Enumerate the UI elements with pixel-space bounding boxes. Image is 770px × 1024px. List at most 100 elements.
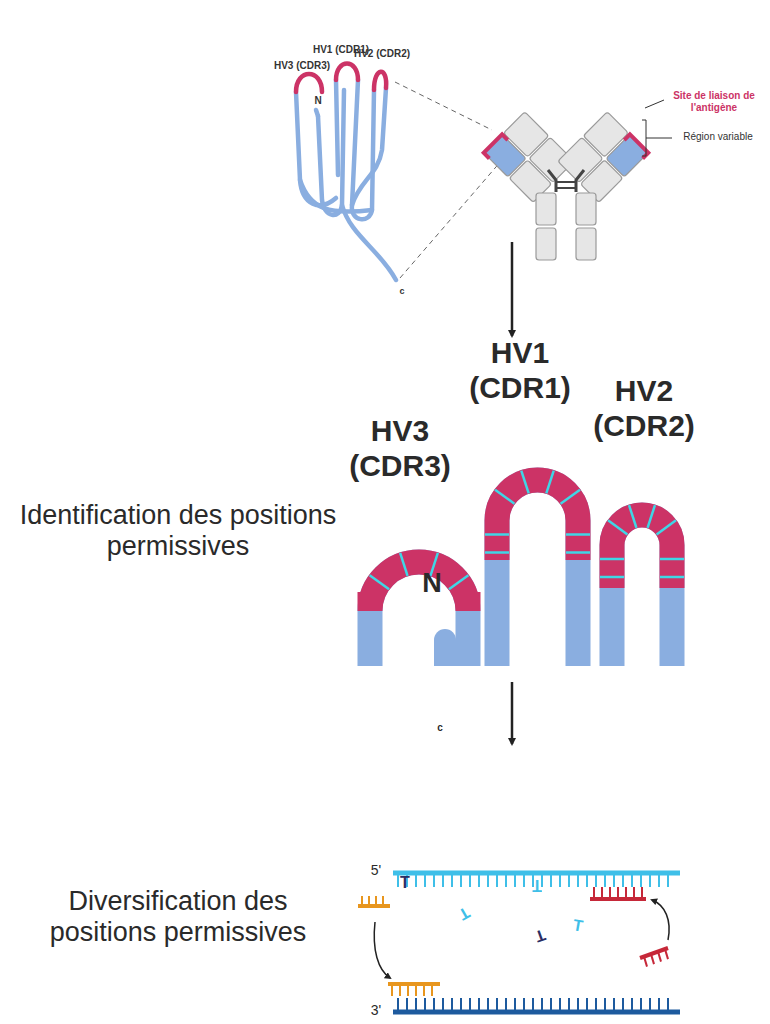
antibody <box>484 112 649 260</box>
nucleotide: T <box>569 916 588 937</box>
drawing-stroke <box>370 562 468 611</box>
drawing-stroke <box>609 887 611 899</box>
drawing-stroke <box>649 873 651 887</box>
drawing-stroke <box>399 984 401 996</box>
nucleotide: T <box>452 901 475 925</box>
drawing-stroke <box>658 998 660 1012</box>
drawing-stroke <box>485 551 509 554</box>
drawing-stroke <box>561 490 580 504</box>
drawing-stroke <box>393 1010 680 1015</box>
drawing-stroke <box>613 873 615 887</box>
drawing-stroke <box>433 998 435 1012</box>
drawing-stroke <box>595 998 597 1012</box>
drawing-stroke <box>318 90 344 215</box>
drawing-stroke <box>415 998 417 1012</box>
drawing-stroke <box>442 873 444 887</box>
drawing-stroke <box>541 998 543 1012</box>
drawing-stroke <box>556 182 576 188</box>
drawing-stroke <box>625 887 627 899</box>
drawing-stroke <box>568 873 570 887</box>
drawing-stroke <box>469 998 471 1012</box>
drawing-stroke <box>336 64 358 81</box>
drawing-stroke <box>370 575 389 589</box>
region-bracket <box>642 100 672 156</box>
cdr-label-small: HV3 (CDR3) <box>272 60 332 72</box>
drawing-stroke <box>660 576 684 579</box>
drawing-stroke <box>451 873 453 887</box>
drawing-stroke <box>640 948 668 958</box>
drawing-stroke <box>434 640 456 666</box>
callout-label: Région variable <box>670 131 766 143</box>
drawing-stroke <box>370 562 468 666</box>
terminus-label: c <box>432 722 448 734</box>
drawing-stroke <box>665 949 668 959</box>
pcr-illustration <box>358 873 680 1012</box>
drawing-stroke <box>433 873 435 887</box>
drawing-stroke <box>617 887 619 899</box>
strand-end: 5' <box>364 862 388 878</box>
drawing-stroke <box>368 896 370 906</box>
drawing-stroke <box>342 205 396 280</box>
drawing-stroke <box>523 998 525 1012</box>
drawing-stroke <box>406 998 408 1012</box>
nucleotide: T <box>529 924 550 947</box>
drawing-stroke <box>296 74 322 92</box>
drawing-stroke <box>296 80 396 280</box>
callout-label: Site de liaison de l'antigène <box>662 90 766 113</box>
drawing-stroke <box>642 120 646 156</box>
drawing-stroke <box>497 480 578 560</box>
drawing-stroke <box>593 887 595 899</box>
drawing-stroke <box>658 873 660 887</box>
drawing-stroke <box>393 871 680 876</box>
drawing-stroke <box>652 900 669 940</box>
drawing-stroke <box>550 998 552 1012</box>
drawing-stroke <box>576 193 596 225</box>
drawing-stroke <box>316 110 318 116</box>
terminus-label: N <box>310 95 326 107</box>
drawing-stroke <box>487 998 489 1012</box>
drawing-stroke <box>415 984 417 996</box>
drawing-stroke <box>505 873 507 887</box>
drawing-stroke <box>511 682 514 744</box>
drawing-stroke <box>478 873 480 887</box>
drawing-stroke <box>648 505 655 528</box>
drawing-stroke <box>633 887 635 899</box>
drawing-stroke <box>641 887 643 899</box>
drawing-stroke <box>375 896 377 906</box>
drawing-stroke <box>382 896 384 906</box>
terminus-label: N <box>417 568 447 599</box>
drawing-stroke <box>487 873 489 887</box>
drawing-stroke <box>640 873 642 887</box>
step-label: Diversification des positions permissive… <box>13 886 343 948</box>
drawing-stroke <box>600 576 624 579</box>
drawing-stroke <box>514 873 516 887</box>
drawing-stroke <box>523 873 525 887</box>
drawing-stroke <box>667 873 669 887</box>
drawing-stroke <box>400 160 502 278</box>
drawing-stroke <box>645 100 664 108</box>
strand-end: 3' <box>364 1002 388 1018</box>
drawing-stroke <box>548 170 584 192</box>
drawing-stroke <box>595 873 597 887</box>
drawing-stroke <box>460 873 462 887</box>
drawing-stroke <box>424 998 426 1012</box>
cdr-label: HV1 (CDR1) <box>455 336 585 405</box>
drawing-stroke <box>651 954 654 964</box>
drawing-stroke <box>566 551 590 554</box>
drawing-stroke <box>496 998 498 1012</box>
drawing-stroke <box>395 82 492 130</box>
drawing-stroke <box>546 471 553 494</box>
drawing-stroke <box>640 998 642 1012</box>
drawing-stroke <box>576 228 596 260</box>
drawing-stroke <box>374 922 390 978</box>
drawing-stroke <box>600 558 624 561</box>
nucleotide: T <box>397 874 413 892</box>
cdr-label: HV3 (CDR3) <box>335 414 465 483</box>
drawing-stroke <box>646 138 672 139</box>
drawing-stroke <box>361 896 363 906</box>
drawing-stroke <box>568 998 570 1012</box>
drawing-stroke <box>514 998 516 1012</box>
drawing-stroke <box>407 984 409 996</box>
step-label: Identification des positions permissives <box>13 500 343 562</box>
drawing-stroke <box>658 952 661 962</box>
